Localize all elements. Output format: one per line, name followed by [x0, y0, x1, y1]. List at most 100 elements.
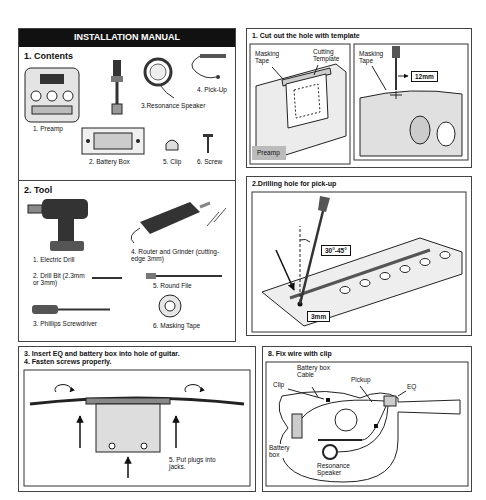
router-grinder	[200, 203, 210, 207]
insert-preamp-illustration	[55, 385, 71, 392]
insert-preamp-illustration	[30, 398, 244, 404]
round-file	[146, 273, 156, 279]
jack-plug	[112, 104, 122, 114]
clip-illustration	[166, 140, 178, 150]
insert-preamp-illustration	[86, 398, 170, 404]
insert-preamp-illustration	[79, 416, 81, 448]
resonance-speaker-illustration	[150, 64, 166, 80]
dimension-box: 12mm	[411, 71, 438, 82]
part-label: Resonance Speaker	[316, 462, 362, 476]
guitar-wiring-illustration	[288, 389, 324, 399]
part-label: 6. Masking Tape	[152, 322, 201, 329]
router-grinder	[207, 212, 219, 226]
drilling-guide-illustration	[395, 58, 397, 90]
drilling-guide-illustration	[354, 44, 468, 160]
drilling-guide-illustration	[437, 122, 455, 146]
guitar-wiring-illustration	[292, 414, 302, 438]
bridge-illustration	[276, 250, 294, 290]
guitar-wiring-illustration	[360, 386, 372, 402]
resonance-speaker-illustration	[145, 59, 174, 98]
bridge-illustration	[380, 273, 390, 280]
jack-plug	[113, 60, 121, 76]
electric-drill	[58, 217, 74, 243]
jack-plug	[116, 82, 119, 104]
template-illustration	[250, 44, 350, 164]
bridge-illustration	[300, 211, 323, 304]
preamp-illustration	[25, 68, 79, 122]
screwdriver	[32, 305, 110, 314]
dimension-text: 30°-45°	[325, 247, 347, 254]
part-label: 3.Resonance Speaker	[140, 102, 206, 109]
part-label: Cutting Template	[312, 48, 348, 62]
step-panel: 8. Fix wire with clip	[262, 346, 472, 492]
title-text: INSTALLATION MANUAL	[19, 32, 235, 42]
dimension-text: 12mm	[415, 73, 434, 80]
bridge-illustration	[318, 196, 330, 212]
insert-preamp-illustration	[141, 443, 147, 449]
battery-box-illustration	[94, 133, 132, 149]
screw-illustration	[203, 134, 213, 137]
part-label: Pickup	[350, 376, 372, 383]
step-heading: 4. Fasten screws properly.	[24, 358, 250, 366]
pickup-illustration	[216, 75, 220, 79]
step-heading: 2.Drilling hole for pick-up	[252, 180, 466, 188]
part-label: 4. Router and Grinder (cutting-edge 3mm)	[130, 248, 232, 262]
jack-plug	[111, 76, 123, 82]
part-label: EQ	[406, 383, 417, 390]
electric-drill	[42, 199, 88, 219]
step-heading: 8. Fix wire with clip	[268, 350, 466, 358]
title-band: INSTALLATION MANUAL	[19, 29, 235, 47]
guitar-wiring-illustration	[362, 406, 386, 440]
bridge-illustration	[300, 226, 301, 302]
step-heading: 1. Cut out the hole with template	[252, 32, 466, 40]
screwdriver	[32, 305, 58, 314]
part-label: Clip	[272, 381, 285, 388]
bridge-illustration	[252, 192, 466, 332]
pickup-illustration	[200, 54, 226, 58]
insert-preamp-illustration	[175, 416, 177, 448]
round-file	[156, 275, 222, 277]
resonance-speaker-illustration	[160, 85, 174, 98]
part-label: 2. Battery Box	[88, 158, 131, 165]
drilling-guide-illustration	[398, 76, 408, 77]
preamp-illustration	[32, 106, 72, 114]
dimension-text: 3mm	[311, 313, 326, 320]
guitar-wiring-illustration	[337, 406, 388, 452]
insert-preamp-illustration	[185, 385, 201, 392]
screw-illustration	[207, 137, 209, 153]
guitar-wiring-illustration	[326, 398, 330, 402]
part-label: Masking Tape	[254, 50, 286, 64]
guitar-wiring-illustration	[374, 424, 378, 428]
bridge-illustration	[360, 280, 370, 287]
step-heading: 1. Contents	[24, 51, 230, 62]
template-illustration	[250, 44, 350, 164]
part-label: 2. Drill Bit (2.3mm or 3mm)	[32, 272, 90, 286]
part-label: Masking Tape	[358, 50, 390, 64]
dimension-box: 30°-45°	[321, 245, 351, 256]
template-illustration	[294, 84, 320, 118]
insert-preamp-illustration	[24, 370, 250, 486]
electric-drill	[28, 199, 88, 251]
insert-preamp-illustration	[96, 404, 160, 452]
jack-plug	[111, 60, 123, 114]
preamp-illustration	[63, 91, 73, 101]
part-label: 5. Put plugs into jacks.	[168, 456, 218, 470]
part-label: 3. Phillips Screwdriver	[32, 320, 98, 327]
masking-tape-roll	[159, 295, 181, 317]
template-illustration	[286, 74, 328, 128]
bridge-illustration	[440, 252, 450, 259]
part-label: Battery box Cable	[296, 364, 340, 378]
drilling-guide-illustration	[354, 44, 468, 160]
preamp-illustration	[47, 91, 57, 101]
electric-drill	[50, 241, 84, 251]
step-heading: 3. Insert EQ and battery box into hole o…	[24, 350, 250, 358]
round-file	[146, 273, 222, 279]
guitar-wiring-illustration	[323, 445, 337, 459]
bridge-illustration	[400, 266, 410, 273]
guitar-wiring-illustration	[335, 409, 357, 431]
bridge-illustration	[340, 287, 350, 294]
drilling-guide-illustration	[360, 91, 462, 156]
